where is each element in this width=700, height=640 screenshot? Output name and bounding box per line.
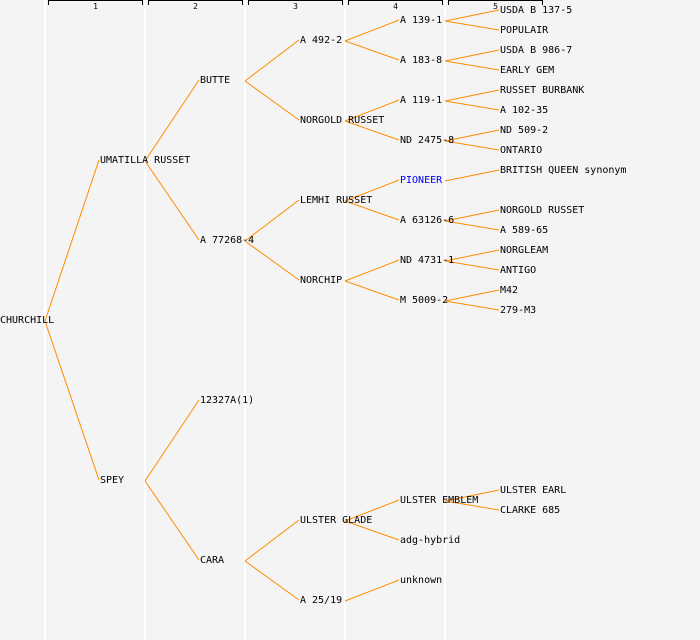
pedigree-node[interactable]: ND 2475-8 — [400, 135, 455, 146]
pedigree-node[interactable]: EARLY GEM — [500, 65, 555, 76]
pedigree-node[interactable]: NORGLEAM — [500, 245, 549, 256]
pedigree-link — [444, 100, 500, 111]
pedigree-link — [344, 179, 400, 202]
column-divider — [444, 0, 446, 640]
pedigree-link — [444, 49, 500, 62]
pedigree-node[interactable]: A 589-65 — [500, 225, 549, 236]
pedigree-node[interactable]: 12327A(1) — [200, 395, 255, 406]
pedigree-link — [344, 520, 400, 541]
pedigree-node[interactable]: BUTTE — [200, 75, 231, 86]
pedigree-node[interactable]: RUSSET BURBANK — [500, 85, 585, 96]
pedigree-node[interactable]: ULSTER GLADE — [300, 515, 373, 526]
pedigree-node[interactable]: NORGOLD RUSSET — [300, 115, 385, 126]
pedigree-link — [244, 519, 300, 562]
pedigree-node[interactable]: A 139-1 — [400, 15, 443, 26]
pedigree-link — [144, 160, 200, 241]
pedigree-link — [444, 129, 500, 142]
pedigree-node[interactable]: A 492-2 — [300, 35, 343, 46]
pedigree-node[interactable]: A 119-1 — [400, 95, 443, 106]
pedigree-link — [444, 489, 500, 502]
generation-number: 5 — [493, 2, 498, 11]
pedigree-link — [444, 169, 500, 182]
pedigree-link — [144, 79, 200, 162]
pedigree-node[interactable]: adg-hybrid — [400, 535, 461, 546]
pedigree-link — [144, 399, 200, 482]
column-divider — [244, 0, 246, 640]
pedigree-link — [444, 249, 500, 262]
pedigree-link — [44, 159, 100, 322]
generation-bracket — [348, 0, 443, 5]
pedigree-link — [344, 280, 400, 301]
pedigree-link — [444, 289, 500, 302]
pedigree-link — [444, 60, 500, 71]
pedigree-node[interactable]: PIONEER — [400, 175, 443, 186]
pedigree-link — [344, 99, 400, 122]
pedigree-link — [444, 220, 500, 231]
pedigree-link — [244, 80, 300, 121]
pedigree-node[interactable]: USDA B 137-5 — [500, 5, 573, 16]
pedigree-link — [444, 209, 500, 222]
pedigree-node[interactable]: A 102-35 — [500, 105, 549, 116]
pedigree-node[interactable]: CARA — [200, 555, 225, 566]
pedigree-link — [444, 140, 500, 151]
pedigree-link — [444, 500, 500, 511]
pedigree-node[interactable]: BRITISH QUEEN synonym — [500, 165, 627, 176]
pedigree-link — [344, 40, 400, 61]
pedigree-link — [344, 499, 400, 522]
generation-number: 4 — [393, 2, 398, 11]
pedigree-link — [344, 259, 400, 282]
pedigree-node[interactable]: SPEY — [100, 475, 125, 486]
pedigree-node[interactable]: ULSTER EMBLEM — [400, 495, 479, 506]
pedigree-node[interactable]: CHURCHILL — [0, 315, 55, 326]
generation-bracket — [248, 0, 343, 5]
pedigree-node[interactable]: A 183-8 — [400, 55, 443, 66]
pedigree-node[interactable]: USDA B 986-7 — [500, 45, 573, 56]
generation-bracket — [48, 0, 143, 5]
pedigree-node[interactable]: ULSTER EARL — [500, 485, 567, 496]
generation-bracket — [448, 0, 543, 5]
pedigree-link — [244, 199, 300, 242]
pedigree-link — [444, 89, 500, 102]
pedigree-node[interactable]: ND 4731-1 — [400, 255, 455, 266]
pedigree-node[interactable]: NORGOLD RUSSET — [500, 205, 585, 216]
pedigree-link — [344, 120, 400, 141]
pedigree-node[interactable]: M 5009-2 — [400, 295, 449, 306]
pedigree-link — [44, 320, 100, 481]
pedigree-link — [444, 260, 500, 271]
pedigree-link — [244, 560, 300, 601]
pedigree-node[interactable]: unknown — [400, 575, 443, 586]
pedigree-node[interactable]: CLARKE 685 — [500, 505, 561, 516]
pedigree-link — [444, 20, 500, 31]
pedigree-node[interactable]: UMATILLA RUSSET — [100, 155, 191, 166]
pedigree-node[interactable]: ANTIGO — [500, 265, 537, 276]
pedigree-node[interactable]: A 77268-4 — [200, 235, 255, 246]
pedigree-link — [444, 9, 500, 22]
pedigree-link — [344, 19, 400, 42]
generation-number: 2 — [193, 2, 198, 11]
pedigree-node[interactable]: LEMHI RUSSET — [300, 195, 373, 206]
pedigree-link — [244, 240, 300, 281]
pedigree-node[interactable]: ONTARIO — [500, 145, 543, 156]
generation-number: 1 — [93, 2, 98, 11]
pedigree-link — [344, 200, 400, 221]
generation-number: 3 — [293, 2, 298, 11]
pedigree-node[interactable]: POPULAIR — [500, 25, 549, 36]
pedigree-link — [444, 300, 500, 311]
pedigree-node[interactable]: NORCHIP — [300, 275, 343, 286]
pedigree-link — [244, 39, 300, 82]
column-divider — [144, 0, 146, 640]
pedigree-node[interactable]: A 25/19 — [300, 595, 343, 606]
pedigree-link — [344, 579, 400, 602]
pedigree-node[interactable]: ND 509-2 — [500, 125, 549, 136]
pedigree-node[interactable]: A 63126-6 — [400, 215, 455, 226]
column-divider — [344, 0, 346, 640]
pedigree-node[interactable]: M42 — [500, 285, 519, 296]
pedigree-node[interactable]: 279-M3 — [500, 305, 537, 316]
generation-bracket — [148, 0, 243, 5]
pedigree-link — [144, 480, 200, 561]
